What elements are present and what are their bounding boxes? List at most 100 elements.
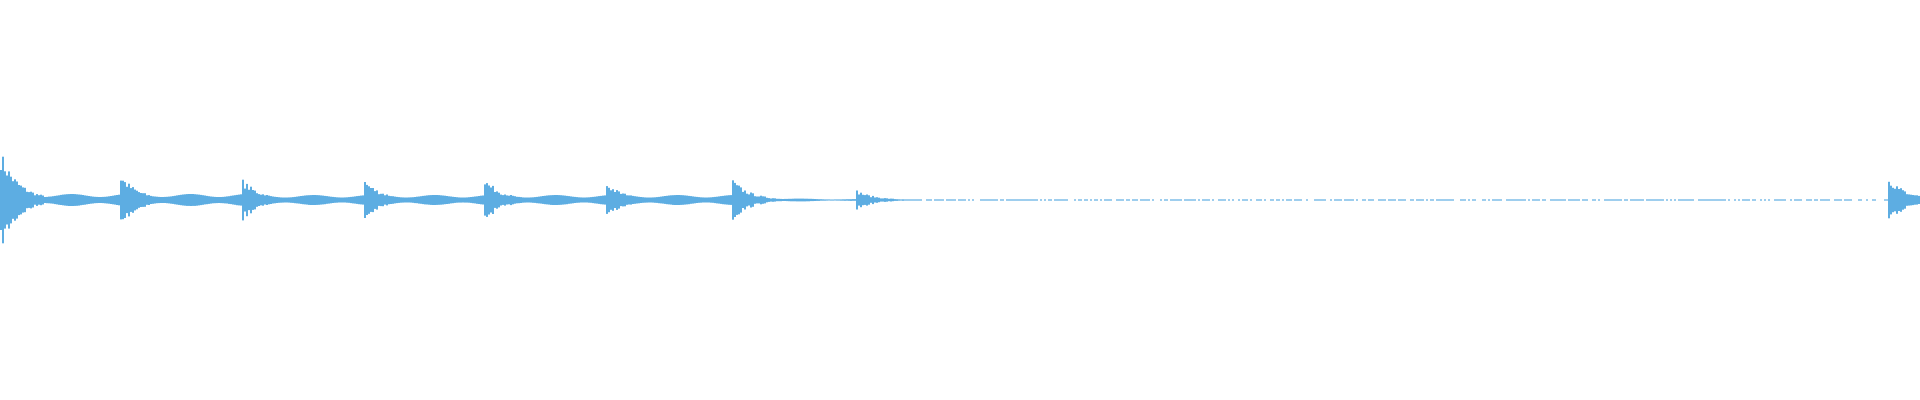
waveform-bar <box>190 194 192 206</box>
waveform-bar <box>1436 199 1438 201</box>
waveform-bar <box>296 196 298 204</box>
waveform-bar <box>1748 199 1750 201</box>
waveform-bar <box>1652 199 1654 201</box>
waveform-bar <box>466 197 468 203</box>
waveform-bar <box>328 196 330 204</box>
waveform-bar <box>18 185 20 216</box>
waveform-bar <box>256 193 258 207</box>
waveform-bar <box>1782 199 1784 201</box>
waveform-bar <box>1448 199 1450 201</box>
waveform-bar <box>1754 199 1756 201</box>
waveform-bar <box>364 182 366 218</box>
waveform-bar <box>1198 199 1200 201</box>
waveform-bar <box>1708 199 1710 201</box>
waveform-bar <box>442 195 444 205</box>
waveform-bar <box>1204 199 1206 201</box>
waveform-bar <box>994 199 996 201</box>
waveform-bar <box>1320 199 1322 201</box>
waveform-bar <box>1080 199 1082 201</box>
waveform-bar <box>1438 199 1440 201</box>
waveform-bar <box>480 195 482 205</box>
waveform-bar <box>1116 199 1118 201</box>
waveform-bar <box>918 199 920 201</box>
waveform-bar <box>816 199 818 201</box>
waveform-bar <box>930 199 932 201</box>
waveform-bar <box>1442 199 1444 201</box>
waveform-bar <box>1796 199 1798 201</box>
waveform-bar <box>1244 199 1246 201</box>
waveform-bar <box>46 196 48 204</box>
waveform-bar <box>844 199 846 201</box>
waveform-bar <box>874 197 876 203</box>
waveform-bar <box>920 199 922 201</box>
waveform-bar <box>754 196 756 204</box>
waveform-bar <box>1270 199 1272 201</box>
waveform-bar <box>1844 199 1846 201</box>
waveform-bar <box>272 196 274 204</box>
waveform-bar <box>1838 199 1840 201</box>
waveform-bar <box>878 197 880 203</box>
waveform-bar <box>834 199 836 201</box>
waveform-bar <box>1704 199 1706 201</box>
waveform-bar <box>1056 199 1058 201</box>
waveform-bar <box>1350 199 1352 201</box>
waveform-bar <box>736 185 738 215</box>
waveform-bar <box>1678 199 1680 201</box>
waveform-bar <box>1898 189 1900 211</box>
waveform-bar <box>634 196 636 204</box>
waveform-bar <box>860 192 862 208</box>
waveform-bar <box>82 195 84 205</box>
waveform-bar <box>340 197 342 203</box>
waveform-bar <box>830 199 832 201</box>
waveform-bar <box>1282 199 1284 201</box>
waveform-bar <box>1630 199 1632 201</box>
waveform-bar <box>484 184 486 216</box>
waveform-bar <box>1626 199 1628 201</box>
waveform-bar <box>728 195 730 205</box>
waveform-bar <box>1716 199 1718 201</box>
waveform-bar <box>1912 195 1914 206</box>
waveform-bar <box>516 196 518 204</box>
waveform-bar <box>620 193 622 207</box>
waveform-bar <box>452 196 454 204</box>
waveform-bar <box>1450 199 1452 201</box>
waveform-bar <box>518 196 520 204</box>
waveform-bar <box>1372 199 1374 201</box>
waveform-bar <box>1024 199 1026 201</box>
waveform-bar <box>1634 199 1636 201</box>
waveform-bar <box>228 196 230 204</box>
waveform-bar <box>818 199 820 201</box>
waveform-bar <box>1316 199 1318 201</box>
waveform-bar <box>908 199 910 201</box>
waveform-bar <box>1506 199 1508 201</box>
waveform-bar <box>234 195 236 205</box>
waveform-bar <box>112 195 114 205</box>
waveform-bar <box>498 192 500 208</box>
waveform-bar <box>548 195 550 205</box>
waveform-bar <box>1806 199 1808 201</box>
waveform-bar <box>562 195 564 205</box>
waveform-bar <box>1084 199 1086 201</box>
waveform-bar <box>60 194 62 205</box>
waveform-bar <box>544 195 546 205</box>
waveform-bar <box>892 198 894 202</box>
waveform-bar <box>260 194 262 206</box>
waveform-bar <box>656 197 658 203</box>
waveform-bar <box>658 196 660 204</box>
waveform-bar <box>184 194 186 206</box>
waveform-bar <box>986 199 988 201</box>
waveform-bar <box>24 187 26 213</box>
waveform-bar <box>1040 199 1042 201</box>
waveform-bar <box>460 197 462 203</box>
waveform-bar <box>412 197 414 203</box>
waveform-bar <box>1440 199 1442 201</box>
waveform-bar <box>770 198 772 202</box>
waveform-bar <box>522 197 524 203</box>
waveform-bar <box>1692 199 1694 201</box>
waveform-bar <box>1382 199 1384 201</box>
waveform-bar <box>56 195 58 205</box>
waveform-bar <box>854 199 856 201</box>
waveform-bar <box>1170 199 1172 201</box>
waveform-bar <box>1720 199 1722 201</box>
